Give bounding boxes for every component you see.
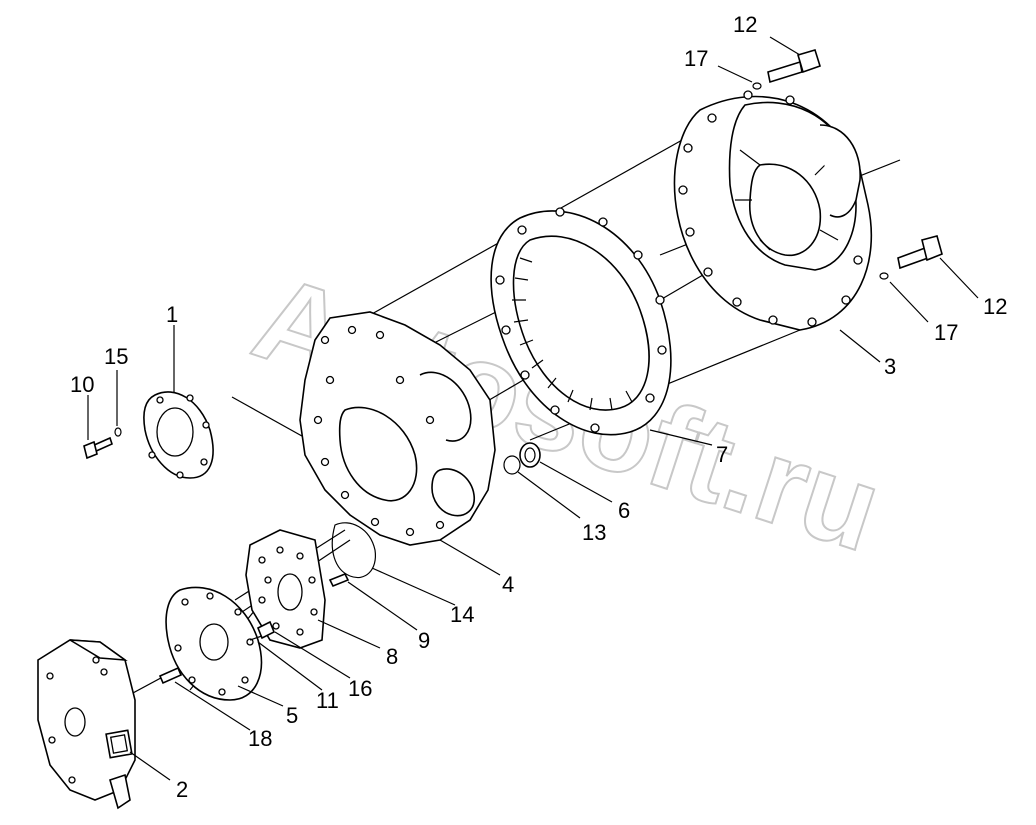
callout-15: 15 [104, 344, 128, 369]
part-2-rear-cover [37, 639, 136, 810]
callout-13: 13 [582, 520, 606, 545]
callout-17-upper: 17 [684, 46, 708, 71]
part-4-main-housing [299, 311, 496, 546]
part-7-ring-gear [490, 207, 672, 436]
callout-labels: 12 17 12 17 3 1 15 10 7 6 13 4 14 9 8 16… [70, 12, 1007, 802]
part-17-washer-upper [752, 82, 762, 90]
callout-12-right: 12 [983, 294, 1007, 319]
part-6-bushing [519, 442, 541, 468]
part-9-pin [328, 572, 350, 588]
callout-9: 9 [418, 628, 430, 653]
callout-18: 18 [248, 726, 272, 751]
callout-4: 4 [502, 572, 514, 597]
part-12-bolt-right [897, 235, 943, 270]
part-5-plate [165, 586, 263, 701]
part-3-drive-housing [673, 90, 873, 331]
callout-8: 8 [386, 644, 398, 669]
callout-7: 7 [716, 442, 728, 467]
part-14-o-ring [331, 522, 377, 579]
callout-5: 5 [286, 703, 298, 728]
callout-17-right: 17 [934, 320, 958, 345]
part-11-fitting [249, 635, 263, 641]
callout-1: 1 [166, 302, 178, 327]
part-15-washer [114, 427, 122, 437]
callout-14: 14 [450, 602, 474, 627]
leader-lines [87, 36, 979, 781]
part-12-bolt-upper [767, 49, 821, 84]
part-8-plate [245, 529, 326, 649]
callout-11: 11 [316, 688, 339, 713]
callout-2: 2 [176, 777, 188, 802]
callout-3: 3 [884, 354, 896, 379]
part-17-washer-right [879, 272, 889, 280]
part-1-end-cover [143, 391, 214, 479]
part-18-pin [158, 666, 183, 685]
callout-12-upper: 12 [733, 12, 757, 37]
part-16-fitting [256, 620, 276, 640]
callout-16: 16 [348, 676, 372, 701]
callout-6: 6 [618, 498, 630, 523]
callout-10: 10 [70, 372, 94, 397]
part-10-bolt [83, 436, 113, 460]
part-13-ring [503, 455, 521, 475]
